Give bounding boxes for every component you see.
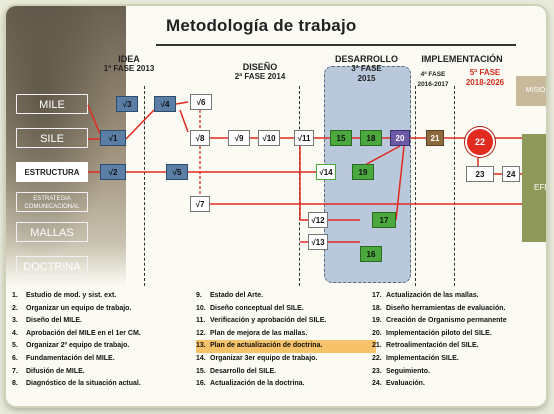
stage-estructura: ESTRUCTURA [16,162,88,182]
node-24: 24 [502,166,520,182]
node-19: 19 [352,164,374,180]
legend-column-3: 17.Actualización de las mallas. 18.Diseñ… [372,290,546,391]
node-8: √8 [190,130,210,146]
node-1: √1 [100,130,126,146]
legend-item: 8.Diagnóstico de la situación actual. [12,380,141,388]
phase-separator [415,86,416,286]
legend-item: 16.Actualización de la doctrina. [196,380,305,388]
node-9: √9 [228,130,250,146]
legend-item: 18.Diseño herramientas de evaluación. [372,304,506,312]
phase-fase4-years: 2016-2017 [417,81,449,88]
phase-idea-sub: 1ª FASE 2013 [103,64,155,73]
phase-idea: IDEA 1ª FASE 2013 [94,54,164,74]
connector-line [395,145,405,221]
legend-item: 12.Plan de mejora de las mallas. [196,329,308,337]
legend-item: 23.Seguimiento. [372,367,430,375]
legend-item: 10.Diseño conceptual del SILE. [196,304,304,312]
node-18: 18 [360,130,382,146]
node-23: 23 [466,166,494,182]
legend-item: 9.Estado del Arte. [196,292,264,299]
node-15: 15 [330,130,352,146]
legend-item: 24.Evaluación. [372,380,425,388]
node-5: √5 [166,164,188,180]
legend-item: 5.Organizar 2º equipo de trabajo. [12,342,130,350]
legend-item: 3.Diseño del MILE. [12,317,83,325]
phase-fase5-label: 5ª FASE [469,68,501,77]
node-11: √11 [294,130,314,146]
node-3: √3 [116,96,138,112]
legend-item: 17.Actualización de las mallas. [372,292,479,299]
node-4: √4 [154,96,176,112]
node-10: √10 [258,130,280,146]
legend-item: 22.Implementación SILE. [372,354,459,362]
node-13: √13 [308,234,328,250]
phase-fase5-years: 2018-2026 [465,78,505,87]
phase-idea-name: IDEA [118,54,140,64]
legend-item: 21.Retroalimentación del SILE. [372,342,479,350]
node-22: 22 [465,127,495,157]
node-20: 20 [390,130,410,146]
legend-item: 11.Verificación y aprobación del SILE. [196,317,327,325]
legend-item: 7.Difusión de MILE. [12,367,85,375]
connector-line [87,104,101,135]
phase-diseno-name: DISEÑO [242,62,278,72]
node-16: 16 [360,246,382,262]
page-title: Metodología de trabajo [166,16,357,35]
efd-box: EFD [522,134,546,242]
phase-fase4: 4ª FASE 2016-2017 [410,70,456,90]
node-21: 21 [426,130,444,146]
legend: 1.Estudio de mod. y sist. ext. 2.Organiz… [6,290,546,406]
slide-frame: Metodología de trabajo MILE SILE ESTRUCT… [6,6,546,406]
node-12: √12 [308,212,328,228]
title-underline [156,44,516,46]
phase-desarrollo-sub: 3ª FASE [351,64,382,73]
connector-line [125,109,155,140]
phase-desarrollo: DESARROLLO 3ª FASE 2015 [324,54,409,84]
legend-column-2: 9.Estado del Arte. 10.Diseño conceptual … [196,290,376,391]
legend-item: 15.Desarrollo del SILE. [196,367,277,375]
phase-fase5: 5ª FASE 2018-2026 [456,68,514,88]
phase-desarrollo-name: DESARROLLO [335,54,398,64]
stage-estrategia-comunicacional: ESTRATEGIA COMUNICACIONAL [16,192,88,212]
node-14: √14 [316,164,336,180]
legend-column-1: 1.Estudio de mod. y sist. ext. 2.Organiz… [12,290,192,391]
phase-diseno-sub: 2ª FASE 2014 [234,72,286,81]
legend-item: 6.Fundamentación del MILE. [12,354,115,362]
mision-box: MISIÓN [516,76,546,106]
soldier-background-image [6,6,126,286]
legend-item: 1.Estudio de mod. y sist. ext. [12,292,117,299]
stage-mallas: MALLAS [16,222,88,242]
node-6: √6 [190,94,212,110]
stage-sile: SILE [16,128,88,148]
legend-item: 2.Organizar un equipo de trabajo. [12,304,132,312]
legend-item-highlighted: 13.Plan de actualización de doctrina. [196,340,376,353]
legend-item: 19.Creación de Organismo permanente [372,317,507,325]
phase-separator [144,86,145,286]
legend-item: 20.Implementación piloto del SILE. [372,329,492,337]
phase-diseno: DISEÑO 2ª FASE 2014 [220,62,300,82]
phase-implementacion-name: IMPLEMENTACIÓN [421,54,503,64]
phase-implementacion: IMPLEMENTACIÓN [410,54,514,64]
node-2: √2 [100,164,126,180]
node-7: √7 [190,196,210,212]
connector-lines [87,101,522,243]
phase-separator [454,86,455,286]
connector-line [175,101,189,105]
phase-fase4-label: 4ª FASE [420,71,446,78]
stage-mile: MILE [16,94,88,114]
legend-item: 4.Aprobación del MILE en el 1er CM. [12,329,141,337]
legend-item: 14.Organizar 3er equipo de trabajo. [196,354,318,362]
stage-doctrina: DOCTRINA [16,256,88,276]
node-17: 17 [372,212,396,228]
connector-line [179,109,189,133]
phase-desarrollo-year: 2015 [357,74,376,83]
